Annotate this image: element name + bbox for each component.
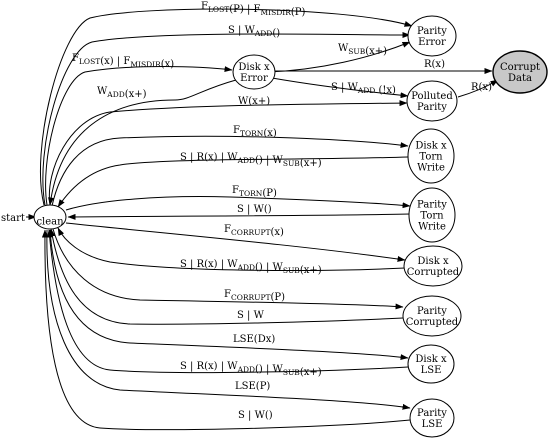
edge-clean-to-parity-corrupted bbox=[52, 228, 404, 310]
edge-clean-to-parity-torn bbox=[65, 196, 411, 211]
edge-clean-to-disk-lse bbox=[49, 229, 409, 361]
label-fcorrupt-p: FCORRUPT(P) bbox=[224, 289, 285, 303]
edge-clean-to-disk-corrupted bbox=[65, 222, 406, 262]
label-flost-p: FLOST(P) | FMISDIR(P) bbox=[201, 1, 305, 18]
edge-disk-error-to-polluted-parity bbox=[271, 77, 409, 99]
edges bbox=[26, 8, 499, 431]
label-r-x-2: R(x) bbox=[471, 82, 492, 93]
label-lse-p: LSE(P) bbox=[235, 381, 270, 392]
label-s-rx-wadd-wsub-1: S | R(x) | WADD() | WSUB(x+) bbox=[180, 152, 322, 169]
label-flost-x: FLOST(x) | FMISDIR(x) bbox=[72, 53, 174, 70]
edge-disk-corrupted-to-clean bbox=[57, 227, 406, 271]
label-fcorrupt-x: FCORRUPT(x) bbox=[224, 224, 284, 238]
label-wsub-xplus: WSUB(x+) bbox=[338, 43, 387, 57]
edge-clean-to-polluted-parity bbox=[48, 100, 408, 206]
label-lse-dx: LSE(Dx) bbox=[233, 334, 275, 345]
label-wadd-xplus: WADD(x+) bbox=[97, 86, 147, 100]
edge-clean-to-parity-error-lost bbox=[40, 8, 413, 206]
label-s-wadd-notx: S | WADD (!x) bbox=[331, 82, 396, 96]
edge-disk-error-to-clean bbox=[48, 79, 237, 206]
edge-labels: FLOST(P) | FMISDIR(P) S | WADD() FLOST(x… bbox=[72, 1, 492, 421]
edge-parity-lse-to-clean bbox=[41, 229, 411, 431]
label-s-wadd-parity: S | WADD() bbox=[228, 25, 280, 39]
edge-parity-corrupted-to-clean bbox=[49, 228, 404, 325]
label-ftorn-x: FTORN(x) bbox=[233, 125, 277, 139]
start-label: start bbox=[1, 213, 25, 224]
label-s-rx-wadd-wsub-2: S | R(x) | WADD() | WSUB(x+) bbox=[180, 259, 322, 276]
node-clean: clean bbox=[33, 204, 67, 230]
label-r-x-1: R(x) bbox=[424, 59, 445, 70]
node-clean-text: clean bbox=[36, 217, 64, 228]
label-ftorn-p: FTORN(P) bbox=[232, 185, 277, 199]
edge-parity-torn-to-clean bbox=[67, 213, 411, 220]
edge-clean-to-parity-lse bbox=[46, 229, 411, 410]
edge-clean-to-parity-error-sadd bbox=[42, 31, 411, 206]
label-s-w-2: S | W bbox=[237, 310, 265, 321]
label-s-w-3: S | W() bbox=[238, 410, 273, 421]
label-s-w-1: S | W() bbox=[237, 204, 272, 215]
edge-disk-lse-to-clean bbox=[46, 229, 409, 374]
edge-clean-to-disk-error-lost bbox=[45, 66, 233, 206]
label-s-rx-wadd-wsub-3: S | R(x) | WADD() | WSUB(x+) bbox=[180, 361, 322, 378]
edge-clean-to-disk-torn bbox=[51, 135, 409, 207]
edge-disk-torn-to-clean bbox=[57, 156, 409, 208]
label-w-xplus: W(x+) bbox=[238, 96, 270, 107]
